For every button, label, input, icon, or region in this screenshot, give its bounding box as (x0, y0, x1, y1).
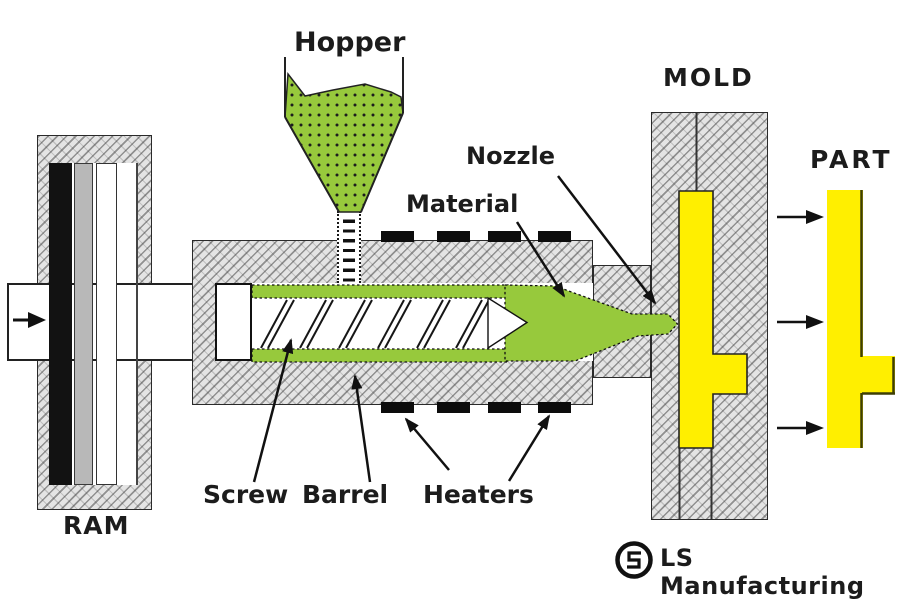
ram-plate-gray (74, 163, 93, 485)
heater-band (488, 402, 521, 413)
screw-label: Screw (203, 480, 289, 509)
eject-arrows (777, 210, 824, 435)
brand-name: LS Manufacturing (660, 544, 865, 600)
material-leader-arrow (515, 221, 566, 298)
screw-shank (215, 283, 252, 361)
heaters-label: Heaters (423, 480, 534, 509)
ram-plate-black (49, 163, 72, 485)
heater-band (381, 402, 414, 413)
ram-cavity-divider (136, 163, 138, 485)
barrel-leader-arrow (351, 374, 372, 483)
heater-band (538, 402, 571, 413)
hopper-throat (337, 211, 361, 283)
heater-band (437, 231, 470, 242)
hopper-rim (284, 57, 404, 117)
ejected-part-edge (860, 190, 895, 448)
screw-tip (487, 296, 529, 350)
heater-band (381, 231, 414, 242)
screw-flights (260, 299, 490, 349)
hopper-label: Hopper (294, 27, 406, 58)
mold-parting-line (678, 113, 713, 519)
ram-label: RAM (63, 511, 130, 540)
heater-band (538, 231, 571, 242)
screw-leader-arrow (252, 338, 294, 483)
part-label: PART (810, 145, 893, 174)
material-melt (251, 284, 679, 363)
nozzle-leader-arrow (557, 175, 657, 305)
heater-band (437, 402, 470, 413)
heaters-leader-arrow-left (404, 417, 450, 471)
molded-part-in-mold (678, 190, 748, 449)
hopper-funnel (284, 57, 404, 213)
material-label: Material (406, 190, 519, 218)
hopper-walls (284, 112, 404, 213)
nozzle-label: Nozzle (466, 142, 556, 170)
barrel-label: Barrel (302, 480, 389, 509)
ls-manufacturing-logo-icon (615, 541, 653, 579)
mold-block (651, 112, 768, 520)
mold-label: MOLD (663, 63, 754, 92)
ram-arrow (13, 312, 46, 328)
heaters-leader-arrow-right (507, 414, 551, 482)
ram-plate-white (96, 163, 117, 485)
heater-band (488, 231, 521, 242)
